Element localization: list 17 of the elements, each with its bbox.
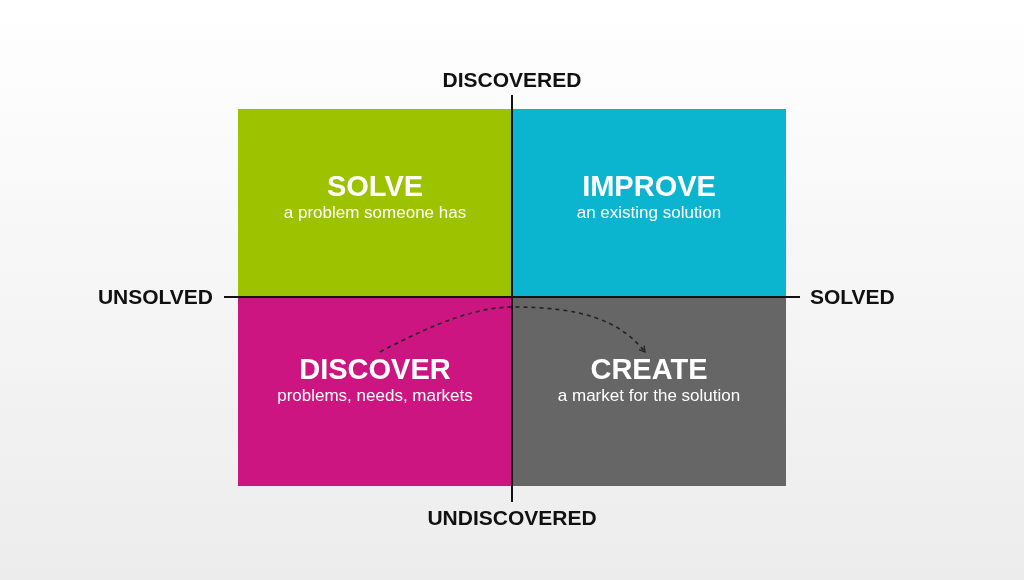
quadrant-title: DISCOVER	[299, 352, 451, 385]
axis-label: DISCOVERED	[442, 68, 582, 92]
axis-label: UNSOLVED	[97, 285, 213, 309]
quadrant-panel	[238, 109, 512, 297]
axis-label: SOLVED	[810, 285, 895, 309]
quadrant-panel	[238, 297, 512, 486]
quadrant-panel	[512, 109, 786, 297]
axis-label: UNDISCOVERED	[427, 506, 597, 530]
quadrant-panel	[512, 297, 786, 486]
quadrant-title: CREATE	[590, 352, 708, 385]
quadrant-title: IMPROVE	[582, 170, 716, 202]
quadrant-subtitle: a problem someone has	[283, 202, 467, 224]
quadrant-title: SOLVE	[326, 170, 424, 202]
quadrant-subtitle: an existing solution	[576, 202, 722, 224]
quadrant-subtitle: a market for the solution	[557, 384, 741, 407]
quadrant-subtitle: problems, needs, markets	[277, 384, 473, 407]
dashed-arrow	[379, 306, 646, 353]
